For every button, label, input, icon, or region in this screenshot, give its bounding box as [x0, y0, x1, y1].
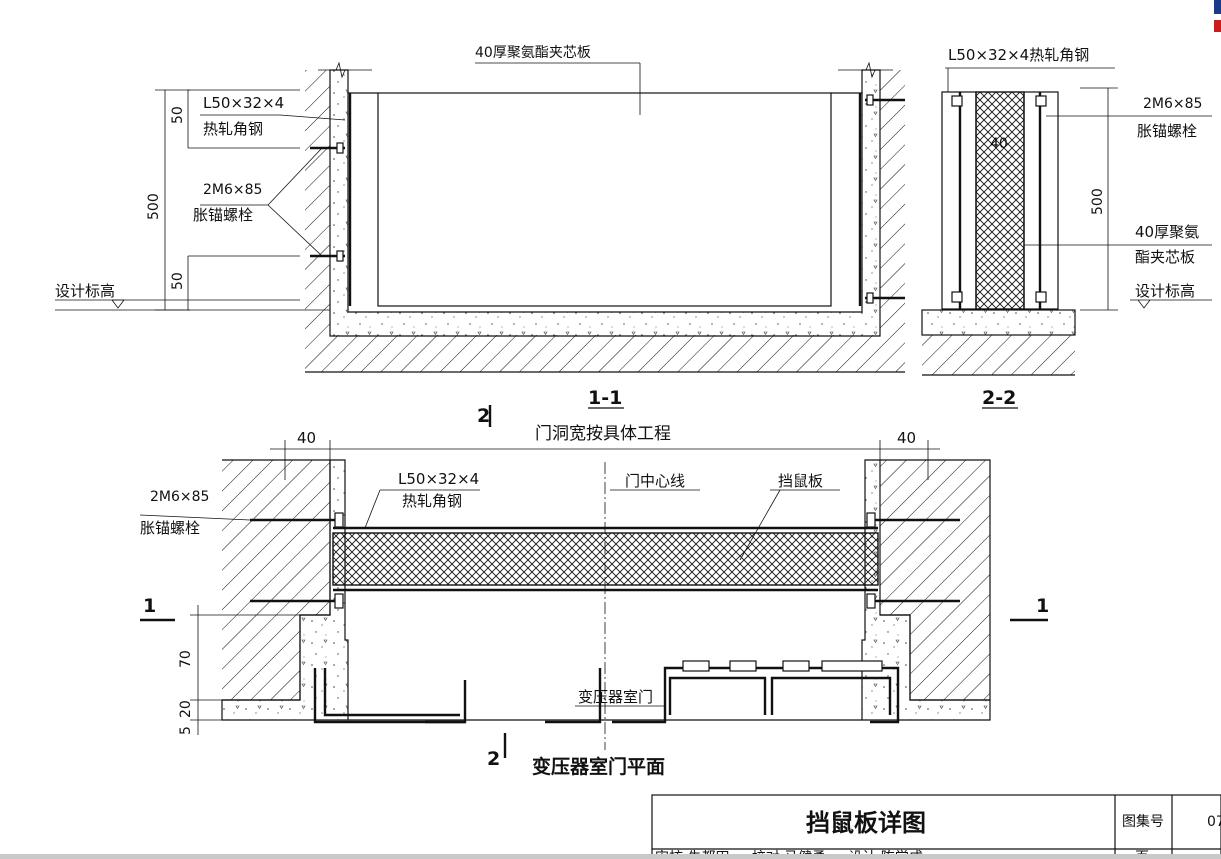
- center-label: 门中心线: [625, 472, 685, 490]
- dim-70: 70: [178, 650, 194, 668]
- section-title: 2-2: [982, 387, 1016, 409]
- bolt-label: 2M6×85: [1143, 96, 1202, 112]
- thickness-label: 40: [990, 136, 1008, 152]
- opening-label: 门洞宽按具体工程: [535, 424, 671, 444]
- bolt-label-2: 胀锚螺栓: [193, 206, 253, 224]
- plan-view: 2 40 40 门洞宽按具体工程 2M6×85 胀锚螺栓 L50×32×4 热轧…: [139, 405, 1049, 778]
- panel-label: 40厚聚氨酯夹芯板: [475, 45, 591, 61]
- section-title: 1-1: [588, 387, 622, 409]
- dim-20: 20: [178, 700, 194, 718]
- dim-total: 500: [146, 193, 162, 220]
- bolt-label-2: 胀锚螺栓: [140, 519, 200, 537]
- section-1-1: 40厚聚氨酯夹芯板 L50×32×4 热轧角钢 2M6×85 胀锚螺栓 50 5…: [55, 45, 905, 409]
- atlas-value: 07: [1207, 814, 1221, 830]
- cut-mark-left: 1: [143, 595, 156, 617]
- angle-label-2: 热轧角钢: [203, 120, 263, 138]
- bolt-label-1: 2M6×85: [150, 489, 209, 505]
- plan-title: 变压器室门平面: [532, 755, 665, 778]
- status-strip: [0, 854, 1221, 859]
- section-mark-bottom: 2: [487, 748, 500, 770]
- angle-label-1: L50×32×4: [203, 94, 284, 112]
- datum-label: 设计标高: [55, 282, 115, 300]
- panel-label-1: 40厚聚氨: [1135, 223, 1199, 241]
- section-2-2: L50×32×4热轧角钢 2M6×85 胀锚螺栓 40 500 40厚聚氨 酯夹…: [921, 46, 1212, 409]
- atlas-label: 图集号: [1122, 813, 1164, 830]
- door-label: 变压器室门: [578, 688, 653, 706]
- datum-label: 设计标高: [1135, 282, 1195, 300]
- dim-top: 50: [170, 106, 186, 124]
- cut-mark-right: 1: [1036, 595, 1049, 617]
- dim-total: 500: [1090, 188, 1106, 215]
- left-dim: 40: [297, 429, 316, 447]
- panel-label-2: 酯夹芯板: [1135, 248, 1195, 266]
- angle-label-2: 热轧角钢: [402, 492, 462, 510]
- title-block: 挡鼠板详图 图集号 07 审核 朱都田 ... 校对 马健勇 ... 设计 陈学…: [651, 794, 1221, 859]
- corner-mark-red: [1214, 20, 1221, 32]
- corner-mark-blue: [1214, 0, 1221, 14]
- dim-5: 5: [178, 726, 194, 735]
- angle-label: L50×32×4热轧角钢: [948, 46, 1089, 64]
- bolt-label-1: 2M6×85: [203, 182, 262, 198]
- right-dim: 40: [897, 429, 916, 447]
- board-label: 挡鼠板: [778, 472, 823, 490]
- dim-bottom: 50: [170, 272, 186, 290]
- angle-label-1: L50×32×4: [398, 470, 479, 488]
- section-mark-top: 2: [477, 405, 490, 427]
- bolt-label-2: 胀锚螺栓: [1137, 122, 1197, 140]
- drawing-title: 挡鼠板详图: [806, 809, 926, 837]
